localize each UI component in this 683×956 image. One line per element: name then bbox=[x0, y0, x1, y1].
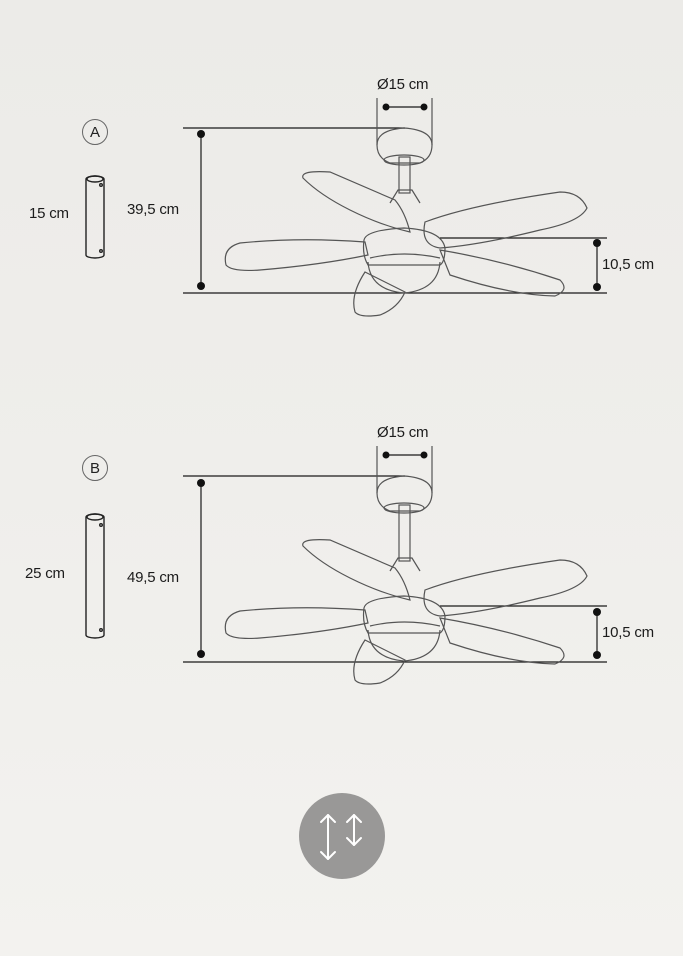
ceiling-fan-icon bbox=[224, 475, 588, 685]
total-height-label: 49,5 cm bbox=[127, 569, 179, 586]
double-arrow-icon bbox=[320, 814, 362, 860]
option-a-diagram: A 15 cm 39,5 cm Ø15 cm 10,5 cm bbox=[0, 60, 683, 360]
rod-length-label: 25 cm bbox=[25, 565, 65, 582]
fan-drawing-b bbox=[85, 446, 607, 685]
body-height-label: 10,5 cm bbox=[602, 624, 654, 641]
canopy-diameter-label: Ø15 cm bbox=[377, 424, 429, 441]
body-height-label: 10,5 cm bbox=[602, 256, 654, 273]
downrod-icon bbox=[85, 175, 105, 259]
total-height-label: 39,5 cm bbox=[127, 201, 179, 218]
fan-drawing-a bbox=[85, 98, 607, 317]
downrod-icon bbox=[85, 513, 105, 639]
option-badge: A bbox=[82, 119, 108, 145]
height-adjustable-icon bbox=[299, 793, 385, 879]
option-b-diagram: B 25 cm 49,5 cm Ø15 cm 10,5 cm bbox=[0, 408, 683, 708]
canopy-diameter-label: Ø15 cm bbox=[377, 76, 429, 93]
option-badge: B bbox=[82, 455, 108, 481]
ceiling-fan-icon bbox=[224, 127, 588, 317]
rod-length-label: 15 cm bbox=[29, 205, 69, 222]
